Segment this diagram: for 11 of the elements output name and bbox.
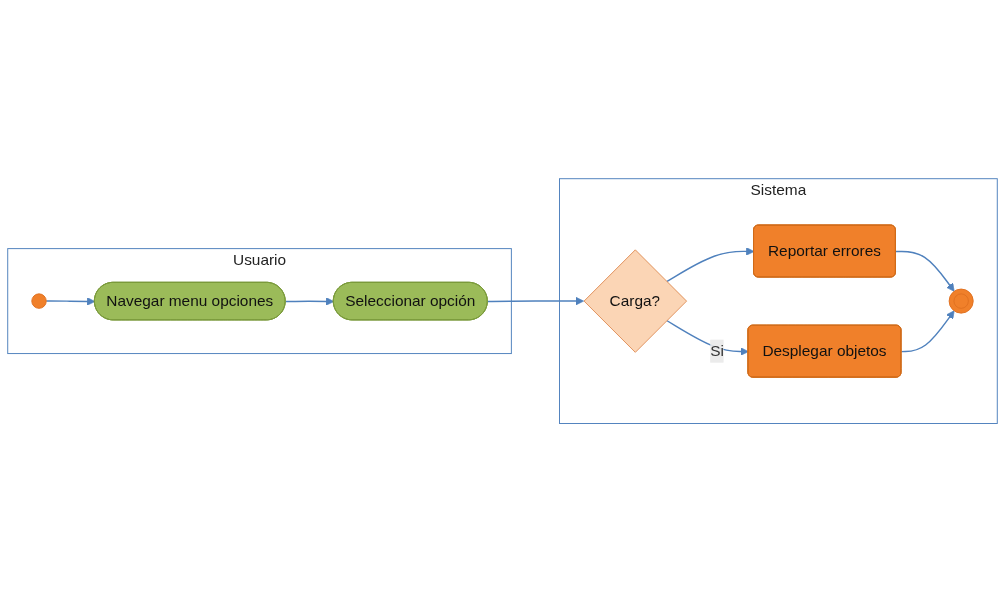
arrow xyxy=(487,296,584,306)
arrow xyxy=(284,297,335,306)
arrow xyxy=(665,319,749,356)
arrow xyxy=(45,297,96,306)
arrow xyxy=(895,250,955,292)
arrow xyxy=(665,247,755,283)
node-circle xyxy=(948,288,974,314)
node-diamond: Carga? xyxy=(583,249,688,353)
arrow xyxy=(900,310,955,353)
edge-label: Si xyxy=(710,342,724,359)
node-circle xyxy=(31,293,47,309)
